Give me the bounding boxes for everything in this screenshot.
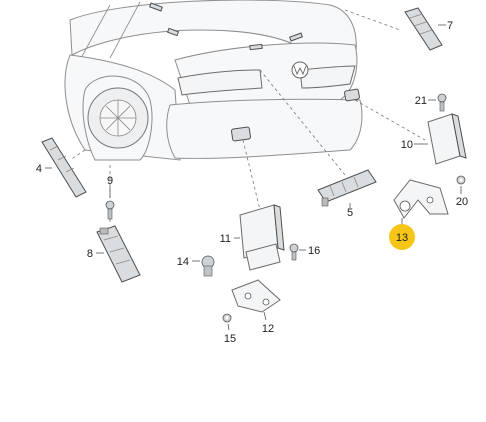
part-5-sensor [317, 169, 377, 207]
part-label-21: 21 [415, 95, 427, 107]
part-label-10: 10 [401, 139, 413, 151]
part-label-15: 15 [224, 333, 236, 345]
part-15-nut [222, 313, 232, 323]
part-label-14: 14 [177, 256, 189, 268]
part-10-control-unit [427, 113, 467, 165]
part-label-7: 7 [447, 20, 453, 32]
part-14-clip [201, 255, 215, 277]
part-label-9: 9 [107, 175, 113, 187]
part-16-screw [289, 243, 299, 261]
brand-emblem-icon [291, 61, 309, 79]
part-9-screw [105, 200, 115, 220]
part-8-module [96, 225, 141, 283]
part-20-nut [456, 175, 466, 185]
part-label-16: 16 [308, 245, 320, 257]
vehicle-rear-illustration [64, 0, 363, 161]
part-11-control-unit [239, 204, 285, 271]
part-12-bracket [231, 279, 281, 313]
part-label-11: 11 [220, 233, 231, 245]
part-7-module [404, 7, 443, 51]
part-label-20: 20 [456, 196, 468, 208]
part-13-bracket [393, 179, 449, 219]
part-label-13: 13 [396, 232, 408, 244]
highlight-marker [389, 224, 415, 250]
part-label-8: 8 [87, 248, 93, 260]
part-label-5: 5 [347, 207, 353, 219]
part-4-module [41, 137, 87, 198]
part-label-12: 12 [262, 323, 274, 335]
part-21-screw [437, 93, 447, 112]
part-label-4: 4 [36, 163, 42, 175]
